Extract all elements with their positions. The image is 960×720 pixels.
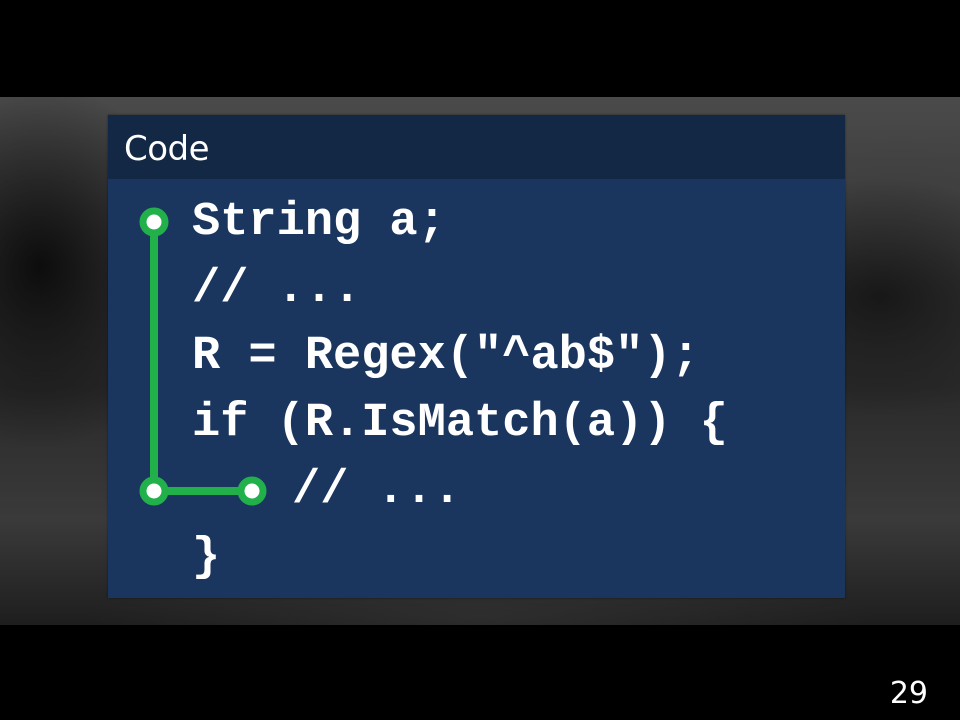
code-panel-header: Code (108, 115, 845, 179)
code-block: String a; // ... R = Regex("^ab$"); if (… (192, 189, 728, 591)
slide-page-number: 29 (889, 676, 928, 711)
code-line-1: String a; (192, 196, 446, 249)
code-line-6: } (192, 531, 221, 584)
code-panel-title: Code (124, 129, 210, 169)
code-line-4: if (R.IsMatch(a)) { (192, 397, 728, 450)
code-line-2: // ... (192, 263, 362, 316)
code-line-5: // ... (292, 464, 462, 517)
code-panel: Code String a; // ... R = Regex("^ab$");… (108, 115, 845, 598)
code-line-3: R = Regex("^ab$"); (192, 330, 700, 383)
